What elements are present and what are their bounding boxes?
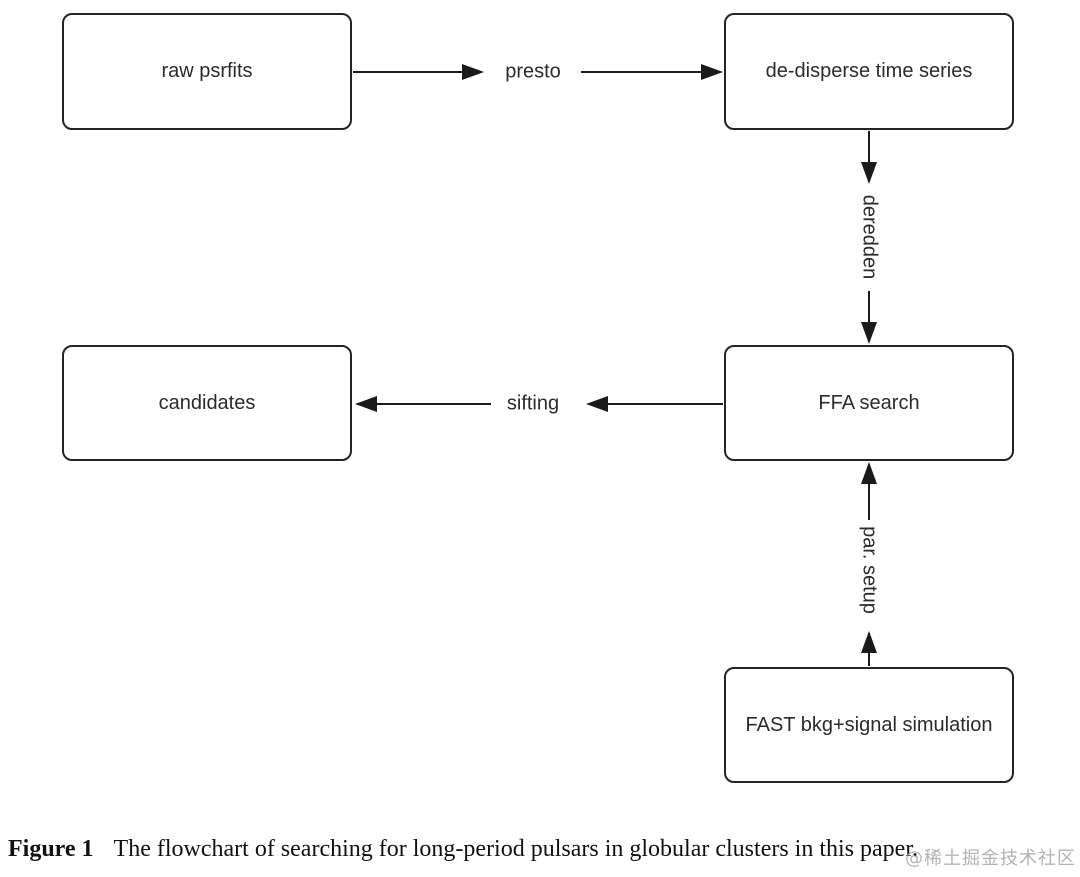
node-fast-bkg-signal-simulation: FAST bkg+signal simulation [724, 667, 1014, 783]
node-ffa-search: FFA search [724, 345, 1014, 461]
watermark: @稀土掘金技术社区 [905, 848, 1076, 869]
edge-label-par-setup: par. setup [857, 520, 881, 620]
edge-label-presto: presto [501, 60, 565, 84]
node-raw-psrfits: raw psrfits [62, 13, 352, 130]
figure-caption-text: The flowchart of searching for long-peri… [113, 836, 918, 862]
edge-label-sifting: sifting [502, 392, 564, 416]
figure-caption: Figure 1 The flowchart of searching for l… [8, 836, 1072, 863]
node-candidates: candidates [62, 345, 352, 461]
node-dedisperse-time-series: de-disperse time series [724, 13, 1014, 130]
figure-caption-label: Figure 1 [8, 836, 94, 862]
edge-label-deredden: deredden [857, 188, 881, 286]
